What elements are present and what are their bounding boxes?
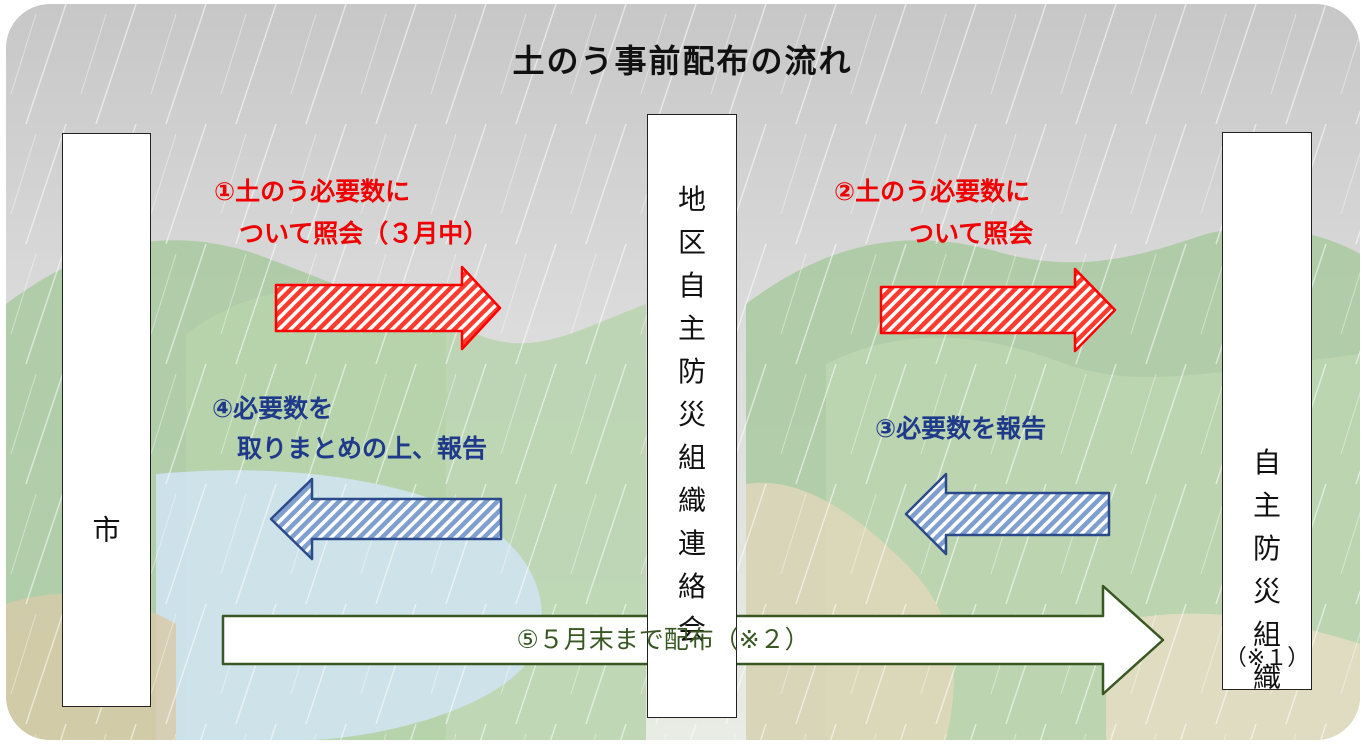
step3-arrow bbox=[904, 472, 1111, 556]
step2-arrow bbox=[879, 267, 1117, 353]
step1-label-line1: ①土のう必要数に bbox=[214, 177, 411, 206]
step1-label-line2: ついて照会（３月中） bbox=[214, 219, 489, 248]
step1-arrow bbox=[274, 265, 502, 351]
org-note: （※１） bbox=[1224, 646, 1310, 671]
step3-label: ③必要数を報告 bbox=[875, 414, 1047, 443]
step5-label: ⑤５月末まで配布（※２） bbox=[516, 625, 810, 654]
step2-label-line2: ついて照会 bbox=[834, 219, 1034, 248]
step4-arrow bbox=[269, 477, 503, 561]
diagram-title: 土のう事前配布の流れ bbox=[512, 42, 853, 80]
step4-label-line2: 取りまとめの上、報告 bbox=[212, 434, 488, 463]
city-box: 市 bbox=[62, 133, 151, 707]
org-label: 自 主 防 災 組 織 bbox=[1252, 446, 1281, 694]
council-label: 地 区 自 主 防 災 組 織 連 絡 会 bbox=[677, 183, 706, 646]
step2-label-line1: ②土のう必要数に bbox=[834, 177, 1031, 206]
city-label: 市 bbox=[92, 513, 121, 547]
step4-label-line1: ④必要数を bbox=[212, 394, 334, 423]
council-box: 地 区 自 主 防 災 組 織 連 絡 会 bbox=[647, 114, 737, 718]
org-box: 自 主 防 災 組 織 （※１） bbox=[1222, 132, 1312, 694]
